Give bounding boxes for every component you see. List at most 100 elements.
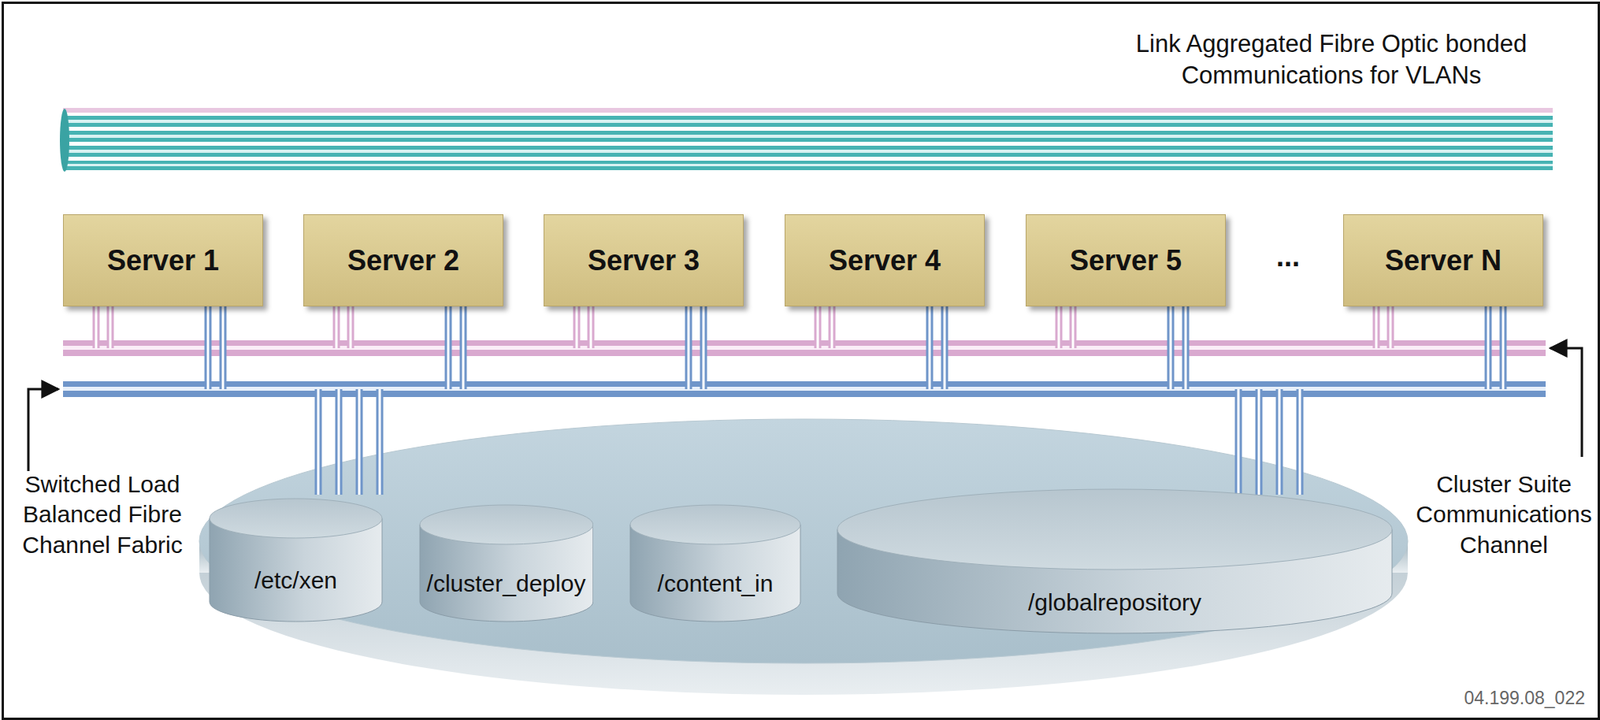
fibre-link: [1387, 306, 1395, 349]
server-name: Server 3: [587, 244, 700, 278]
fibre-link-highlight: [358, 389, 361, 495]
fabric-label: Switched Load Balanced Fibre Channel Fab…: [6, 469, 199, 561]
fibre-link-highlight: [1375, 306, 1378, 349]
fibre-link: [1069, 306, 1077, 349]
fibre-link: [1296, 389, 1304, 495]
fibre-link: [1167, 306, 1175, 390]
volume-name: /etc/xen: [254, 567, 338, 594]
figure-id: 04.199.08_022: [1449, 686, 1586, 710]
cylinder-top: [419, 504, 594, 545]
fibre-link: [1373, 306, 1381, 349]
network-buses: [63, 340, 1546, 398]
fibre-link: [315, 389, 323, 495]
fibre-link: [1255, 389, 1263, 495]
cylinder-outline: [419, 504, 594, 623]
storage-volume: /etc/xen: [208, 497, 383, 623]
fibre-link-highlight: [687, 306, 691, 390]
fibre-link: [333, 306, 341, 349]
fibre-link-highlight: [222, 306, 225, 390]
server-name: Server 2: [347, 244, 460, 278]
fibre-link: [460, 306, 468, 390]
server-name: Server N: [1384, 244, 1502, 278]
server-box: Server 3: [543, 214, 744, 307]
fibre-link-highlight: [928, 306, 932, 390]
fibre-optic-bundle: [59, 107, 1553, 174]
server-box: Server 1: [63, 214, 264, 307]
fibre-link: [335, 389, 343, 495]
volume-name: /content_in: [657, 570, 774, 598]
fibre-link-highlight: [1184, 306, 1188, 390]
fibre-link: [1055, 306, 1063, 349]
fibre-link-highlight: [447, 306, 450, 390]
fibre-link: [700, 306, 708, 390]
fibre-link-highlight: [349, 306, 353, 349]
cylinder-outline: [208, 497, 383, 623]
fibre-link-highlight: [1058, 306, 1061, 349]
fibre-link: [587, 306, 595, 349]
server-box: Server 5: [1025, 214, 1226, 307]
server-box: Server 4: [784, 214, 985, 307]
fibre-link: [107, 306, 115, 349]
fibre-link: [828, 306, 836, 349]
fibre-link: [1276, 389, 1284, 495]
server-box: Server N: [1343, 214, 1544, 307]
ellipsis: ...: [1252, 238, 1324, 275]
fibre-link-highlight: [1502, 306, 1505, 390]
fibre-link: [1182, 306, 1190, 390]
volume-name: /cluster_deploy: [426, 570, 587, 598]
channel-label: Link Aggregated Fibre Optic bonded Commu…: [1102, 28, 1560, 91]
fibre-link: [685, 306, 693, 390]
server-name: Server 1: [107, 244, 220, 278]
fibre-link-highlight: [1487, 306, 1490, 390]
fibre-link: [376, 389, 384, 495]
fibre-link: [573, 306, 581, 349]
fibre-link: [1235, 389, 1243, 495]
fibre-link: [347, 306, 355, 349]
storage-volume: /globalrepository: [836, 488, 1393, 635]
storage-volume: /content_in: [629, 504, 802, 623]
server-name: Server 5: [1069, 244, 1182, 278]
fibre-link-highlight: [95, 306, 98, 349]
fibre-link: [814, 306, 822, 349]
fibre-link: [445, 306, 453, 390]
fibre-link: [356, 389, 364, 495]
volume-name: /globalrepository: [1028, 589, 1202, 617]
cylinder-top: [209, 498, 383, 539]
fibre-link: [204, 306, 212, 390]
fibre-link: [219, 306, 227, 390]
fibre-link-highlight: [590, 306, 593, 349]
fibre-link-highlight: [335, 306, 338, 349]
cluster-channel-label: Cluster Suite Communications Channel: [1411, 469, 1597, 561]
fibre-link-highlight: [337, 389, 341, 495]
fibre-link-highlight: [207, 306, 210, 390]
fibre-link-highlight: [816, 306, 820, 349]
fibre-link-highlight: [109, 306, 112, 349]
fibre-link-highlight: [1258, 389, 1261, 495]
storage-volume: /cluster_deploy: [419, 504, 594, 623]
fibre-link-highlight: [462, 306, 465, 390]
cylinder-top: [630, 504, 801, 545]
fibre-link: [1499, 306, 1508, 390]
fibre-link-highlight: [1237, 389, 1240, 495]
fibre-link-highlight: [1169, 306, 1173, 390]
cylinder-top: [837, 489, 1393, 570]
fibre-link-highlight: [317, 389, 320, 495]
fibre-link: [92, 306, 101, 349]
fibre-links: [96, 306, 1504, 495]
fibre-link-highlight: [378, 389, 382, 495]
fibre-link-highlight: [575, 306, 579, 349]
fibre-link-highlight: [1278, 389, 1281, 495]
fibre-link-highlight: [1389, 306, 1393, 349]
cylinder-outline: [629, 504, 802, 623]
fibre-link: [941, 306, 949, 390]
server-box: Server 2: [303, 214, 504, 307]
fibre-link: [926, 306, 934, 390]
fibre-link-highlight: [1072, 306, 1075, 349]
fibre-link-highlight: [1299, 389, 1302, 495]
fibre-link: [1484, 306, 1493, 390]
server-name: Server 4: [828, 244, 941, 278]
fibre-link-highlight: [831, 306, 834, 349]
callout-arrows: [28, 348, 1582, 472]
fibre-link-highlight: [702, 306, 706, 390]
